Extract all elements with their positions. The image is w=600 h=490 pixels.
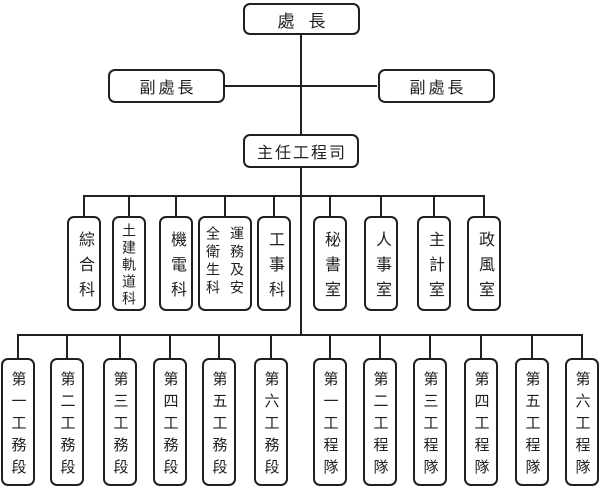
connector-line: [300, 34, 302, 135]
org-node-label: 工事科: [266, 230, 283, 306]
connector-line: [483, 195, 485, 218]
org-node-label: 處長: [277, 11, 340, 31]
connector-line: [300, 167, 302, 336]
connector-line: [17, 334, 583, 336]
org-node-label: 機電科: [168, 230, 185, 306]
connector-line: [433, 195, 435, 218]
connector-line: [273, 195, 275, 218]
org-node-label: 第三工務段: [111, 370, 129, 481]
org-node-label: 第一工程隊: [321, 370, 339, 481]
org-node-works-section-2: 第二工務段: [50, 358, 84, 486]
org-node-ethics-office: 政風室: [467, 216, 501, 311]
connector-line: [480, 334, 482, 360]
org-node-label: 人事室: [373, 230, 390, 306]
connector-line: [429, 334, 431, 360]
org-node-label: 第五工務段: [210, 370, 228, 481]
connector-line: [128, 195, 130, 218]
org-node-label: 第四工務段: [161, 370, 179, 481]
org-node-label: 第二工程隊: [371, 370, 389, 481]
connector-line: [379, 334, 381, 360]
connector-line: [329, 195, 331, 218]
connector-line: [83, 195, 485, 197]
org-node-label: 副處長: [409, 80, 467, 97]
connector-line: [380, 195, 382, 218]
org-node-label: 政風室: [476, 230, 493, 306]
connector-line: [581, 334, 583, 360]
org-node-deputy-director-left: 副處長: [108, 69, 225, 103]
org-node-secretariat: 秘書室: [313, 216, 347, 311]
org-node-works-section-3: 第三工務段: [103, 358, 137, 486]
org-node-engineering-team-6: 第六工程隊: [565, 358, 599, 486]
org-node-label: 主計室: [426, 230, 443, 306]
org-node-chief-engineer: 主任工程司: [243, 134, 359, 168]
connector-line: [119, 334, 121, 360]
org-node-engineering-team-1: 第一工程隊: [313, 358, 347, 486]
org-node-engineering-team-2: 第二工程隊: [363, 358, 397, 486]
org-node-works-section-5: 第五工務段: [202, 358, 236, 486]
connector-line: [225, 85, 377, 87]
connector-line: [329, 334, 331, 360]
org-node-label: 第一工務段: [9, 370, 27, 481]
connector-line: [66, 334, 68, 360]
org-node-civil-track-section: 土建軌道科: [112, 216, 146, 311]
org-node-engineering-team-4: 第四工程隊: [464, 358, 498, 486]
org-node-label: 土建軌道科: [121, 222, 137, 308]
connector-line: [218, 334, 220, 360]
org-node-label: 綜合科: [76, 230, 93, 306]
org-node-label: 第六工程隊: [573, 370, 591, 481]
org-node-engineering-team-5: 第五工程隊: [515, 358, 549, 486]
org-node-label: 第六工務段: [262, 370, 280, 481]
org-node-label: 第三工程隊: [421, 370, 439, 481]
org-node-accounting-office: 主計室: [417, 216, 451, 311]
org-node-works-section-4: 第四工務段: [153, 358, 187, 486]
org-node-label: 運務及安全衛生科: [205, 225, 245, 298]
connector-line: [224, 195, 226, 218]
org-node-label: 第四工程隊: [472, 370, 490, 481]
org-node-works-section-6: 第六工務段: [254, 358, 288, 486]
connector-line: [270, 334, 272, 360]
connector-line: [169, 334, 171, 360]
org-node-mechanical-electrical-section: 機電科: [159, 216, 193, 311]
connector-line: [175, 195, 177, 218]
connector-line: [531, 334, 533, 360]
org-node-label: 第五工程隊: [523, 370, 541, 481]
org-node-engineering-team-3: 第三工程隊: [413, 358, 447, 486]
org-node-personnel-office: 人事室: [364, 216, 398, 311]
connector-line: [83, 195, 85, 218]
org-node-label: 第二工務段: [58, 370, 76, 481]
org-node-operations-safety-health-section: 運務及安全衛生科: [198, 216, 252, 311]
org-node-label: 秘書室: [322, 230, 339, 306]
org-node-director: 處長: [243, 3, 360, 35]
org-node-construction-section: 工事科: [257, 216, 291, 311]
org-node-label: 主任工程司: [256, 145, 347, 162]
org-node-works-section-1: 第一工務段: [1, 358, 35, 486]
org-node-deputy-director-right: 副處長: [378, 69, 495, 103]
org-node-label: 副處長: [139, 80, 197, 97]
connector-line: [17, 334, 19, 360]
org-node-comprehensive-section: 綜合科: [67, 216, 101, 311]
